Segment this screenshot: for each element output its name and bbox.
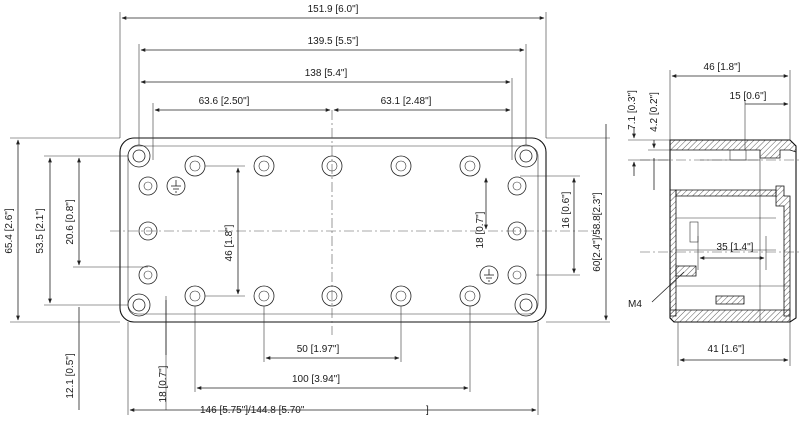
thread-label: M4	[628, 299, 642, 310]
boss-side-right	[507, 176, 527, 285]
side-extension-lines	[628, 70, 791, 366]
dim-side-inner-span: 35 [1.4"]	[717, 242, 754, 253]
dim-side-inset: 15 [0.6"]	[730, 91, 767, 102]
dim-side-bottom-width: 41 [1.6"]	[708, 344, 745, 355]
dim-bottom-width: 146 [5.75"]/144.8 [5.70"	[200, 405, 305, 416]
dim-bottom-bracket: ]	[426, 405, 429, 416]
boss-row-top	[184, 155, 481, 177]
dim-overall-width: 151.9 [6.0"]	[308, 4, 359, 15]
dim-bolt-span-50: 50 [1.97"]	[297, 344, 340, 355]
dim-right-half: 63.1 [2.48"]	[381, 96, 432, 107]
corner-screw-bottom-right	[514, 293, 538, 317]
boss-side-left	[138, 176, 158, 285]
base-floor	[669, 309, 791, 323]
dim-left-half: 63.6 [2.50"]	[199, 96, 250, 107]
dim-left-offset: 20.6 [0.8"]	[65, 199, 76, 244]
dim-right-height: 60[2.4"]/58.8[2.3"]	[592, 192, 603, 272]
dim-side-top-offset-a: 7.1 [0.3"]	[627, 90, 638, 130]
dim-left-pitch: 18 [0.7"]	[158, 365, 169, 402]
dim-overall-height: 65.4 [2.6"]	[4, 208, 15, 253]
dim-right-pitch: 18 [0.7"]	[475, 211, 486, 248]
enclosure-inner-outline	[127, 145, 539, 315]
side-dimension-lines	[632, 74, 789, 362]
front-view: 151.9 [6.0"] 139.5 [5.5"] 138 [5.4"] 63.…	[4, 4, 610, 416]
thread-insert	[675, 265, 697, 277]
dim-bottom-offset: 12.1 [0.5"]	[65, 353, 76, 398]
dim-side-top-width: 46 [1.8"]	[704, 62, 741, 73]
dim-mount-width: 138 [5.4"]	[305, 68, 348, 79]
dim-inner-width: 139.5 [5.5"]	[308, 36, 359, 47]
rib-section	[675, 189, 777, 197]
dim-bolt-height: 46 [1.8"]	[224, 224, 235, 261]
enclosure-outer-outline	[119, 137, 547, 323]
base-left-wall	[669, 189, 677, 317]
side-profile-outline	[669, 139, 797, 323]
dim-inner-height: 53.5 [2.1"]	[35, 208, 46, 253]
dim-right-offset: 16 [0.6"]	[561, 191, 572, 228]
ground-symbol-icon	[479, 265, 499, 285]
ground-symbol-icon	[166, 176, 186, 196]
bottom-insert	[715, 295, 745, 305]
side-view: 46 [1.8"] 15 [0.6"] 7.1 [0.3"] 4.2 [0.2"…	[627, 62, 800, 366]
dimension-lines	[16, 16, 608, 412]
dim-bolt-span-100: 100 [3.94"]	[292, 374, 340, 385]
dim-side-top-offset-b: 4.2 [0.2"]	[649, 92, 660, 132]
